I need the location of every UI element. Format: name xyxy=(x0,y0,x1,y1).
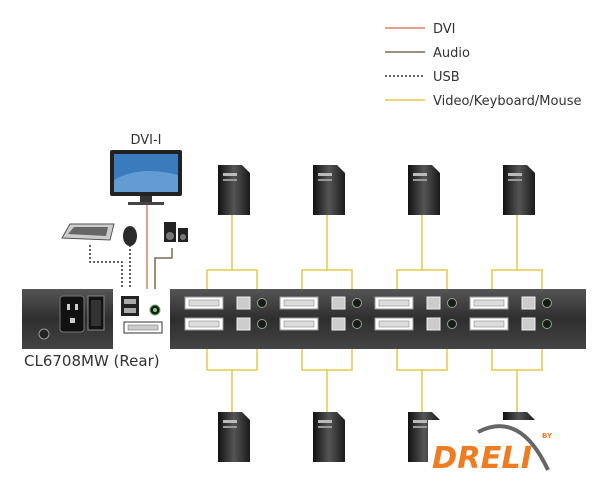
computers xyxy=(218,165,535,462)
port-group xyxy=(374,296,457,331)
port-group xyxy=(279,296,362,331)
usb-port xyxy=(331,317,346,331)
kvm-cable-top xyxy=(491,215,543,290)
kvm-cable-top xyxy=(301,215,353,290)
kvm-cable-bottom xyxy=(491,349,543,412)
keyboard-icon xyxy=(61,223,115,241)
audio-port xyxy=(447,298,457,308)
mouse-icon xyxy=(123,226,137,246)
audio-port xyxy=(447,319,457,329)
computer-icon xyxy=(218,412,250,462)
monitor-label: DVI-I xyxy=(130,133,161,148)
computer-icon xyxy=(408,165,440,215)
audio-port xyxy=(542,319,552,329)
kvm-cable-bottom xyxy=(396,349,448,412)
audio-port xyxy=(352,319,362,329)
usb-port xyxy=(236,317,251,331)
kvm-cables xyxy=(206,215,543,412)
usb-keyboard-cable xyxy=(89,245,123,298)
computer-icon xyxy=(218,165,250,215)
usb-port xyxy=(521,296,536,310)
kvm-cable-top xyxy=(206,215,258,290)
legend-item: USB xyxy=(385,70,460,85)
computer-port-groups xyxy=(184,296,552,331)
legend-label: Video/Keyboard/Mouse xyxy=(433,94,581,109)
device-label: CL6708MW (Rear) xyxy=(24,352,160,370)
ground-terminal xyxy=(38,328,50,340)
computer-icon xyxy=(313,165,345,215)
usb-port xyxy=(236,296,251,310)
logo-by-text: BY xyxy=(542,432,553,440)
port-group xyxy=(184,296,267,331)
computer-icon xyxy=(503,165,535,215)
legend-item: DVI xyxy=(385,22,456,37)
legend-label: USB xyxy=(433,70,460,85)
usb-port xyxy=(331,296,346,310)
power-socket xyxy=(59,295,85,333)
audio-port xyxy=(257,319,267,329)
audio-port xyxy=(352,298,362,308)
logo-text: DRELI xyxy=(432,441,532,476)
usb-port xyxy=(426,317,441,331)
kvm-cable-bottom xyxy=(301,349,353,412)
legend-label: Audio xyxy=(433,46,470,61)
kvm-cable-bottom xyxy=(206,349,258,412)
usb-port xyxy=(426,296,441,310)
audio-cable xyxy=(154,248,173,300)
legend-label: DVI xyxy=(433,22,456,37)
monitor-icon xyxy=(110,150,182,205)
computer-icon xyxy=(313,412,345,462)
audio-port xyxy=(542,298,552,308)
dreli-logo: DRELI BY xyxy=(428,420,564,476)
legend-item: Audio xyxy=(385,46,470,61)
usb-port xyxy=(521,317,536,331)
speakers-icon xyxy=(164,222,188,242)
audio-port xyxy=(257,298,267,308)
kvm-cable-top xyxy=(396,215,448,290)
legend-item: Video/Keyboard/Mouse xyxy=(385,94,581,109)
port-group xyxy=(469,296,552,331)
